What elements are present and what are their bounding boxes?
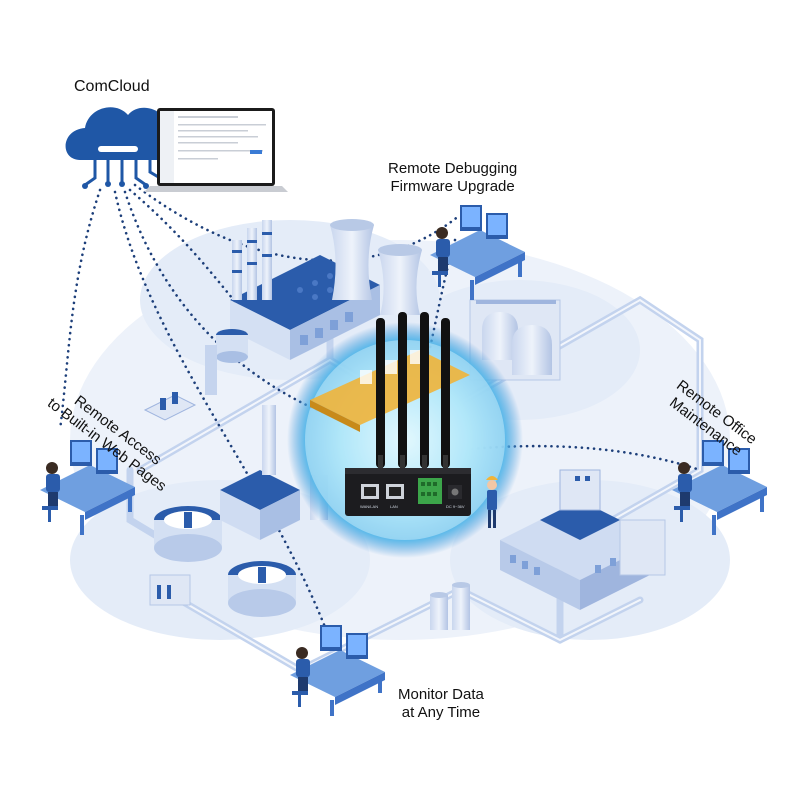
- router-port-lan: LAN: [390, 504, 398, 509]
- label-remote-debugging-line2: Firmware Upgrade: [390, 178, 515, 195]
- factory-icon: [205, 219, 422, 395]
- worker-icon: [486, 476, 498, 528]
- router-port-wan: WAN/LAN: [360, 504, 378, 509]
- label-monitor-line1: Monitor Data: [398, 686, 484, 703]
- label-comcloud: ComCloud: [74, 78, 150, 95]
- link-to-monitor-station: [113, 190, 332, 642]
- link-to-main-factory: [128, 188, 262, 332]
- antenna-icon: [376, 312, 450, 468]
- label-monitor-line2: at Any Time: [401, 704, 481, 721]
- label-remote-debugging-line1: Remote Debugging: [388, 160, 518, 177]
- workstation-debug: [430, 205, 525, 300]
- workstation-web: [40, 440, 135, 535]
- office-building: [500, 469, 666, 610]
- valve-icon: [143, 392, 197, 421]
- laptop-icon: [144, 108, 288, 192]
- link-to-left-station: [58, 188, 102, 432]
- storage-cylinders: [430, 582, 470, 630]
- cloud-icon: [65, 107, 180, 189]
- workstation-monitor: [290, 625, 385, 716]
- router-dc-label: DC 9~36V: [446, 504, 465, 509]
- router-icon: WAN/LAN LAN DC 9~36V: [345, 312, 471, 516]
- workstation-office: [672, 440, 767, 535]
- link-to-debug-station: [133, 183, 462, 262]
- link-to-router: [123, 190, 372, 432]
- label-remote-debugging: Remote Debugging Firmware Upgrade: [388, 160, 517, 196]
- water-tank-group: [149, 405, 328, 617]
- label-monitor-data: Monitor Data at Any Time: [398, 686, 484, 722]
